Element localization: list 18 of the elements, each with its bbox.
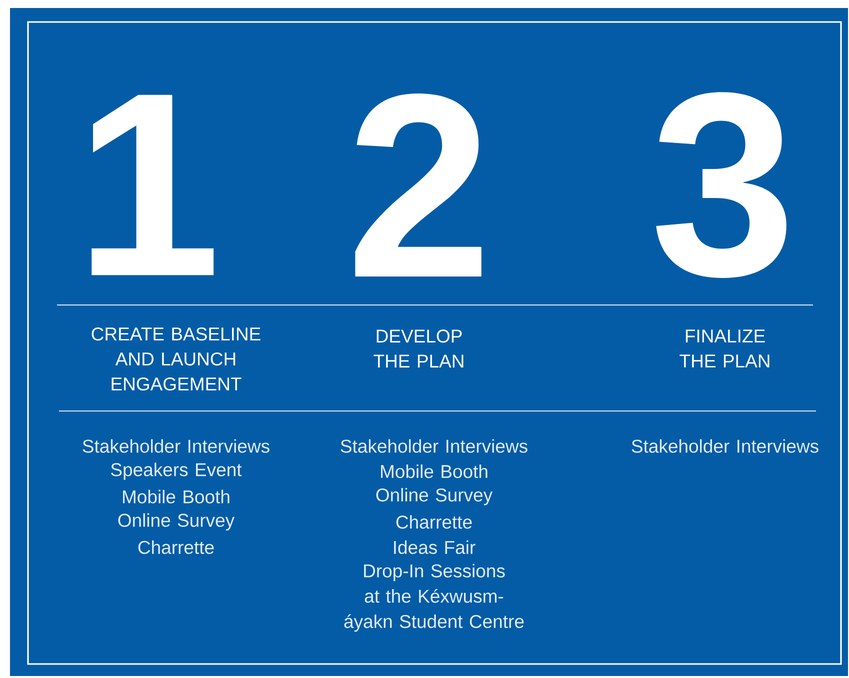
activity-item: Online Survey [376, 488, 493, 506]
activity-item: Charrette [396, 515, 472, 529]
activity-item: Ideas Fair [394, 540, 476, 554]
activity-item: Mobile Booth [123, 490, 230, 504]
step-heading: FINALIZE THE PLAN [680, 330, 770, 368]
activity-item: Mobile Booth [381, 464, 488, 478]
activity-item: Stakeholder Interviews [82, 439, 270, 453]
activity-item: Drop-In Sessions at the Kéxwusm-áyakn Student Centre [344, 564, 524, 632]
step-heading: DEVELOP THE PLAN [374, 330, 464, 368]
step-number: 2 [355, 94, 482, 276]
step-number: 1 [92, 94, 214, 276]
activity-item: Online Survey [118, 513, 235, 531]
activity-item: Charrette [138, 540, 214, 554]
step-heading: CREATE BASELINE AND LAUNCH ENGAGEMENT [92, 327, 260, 391]
activity-item: Speakers Event [111, 462, 242, 480]
step-number: 3 [656, 92, 786, 278]
activity-item: Stakeholder Interviews [340, 439, 528, 453]
activity-item: Stakeholder Interviews [632, 439, 818, 453]
